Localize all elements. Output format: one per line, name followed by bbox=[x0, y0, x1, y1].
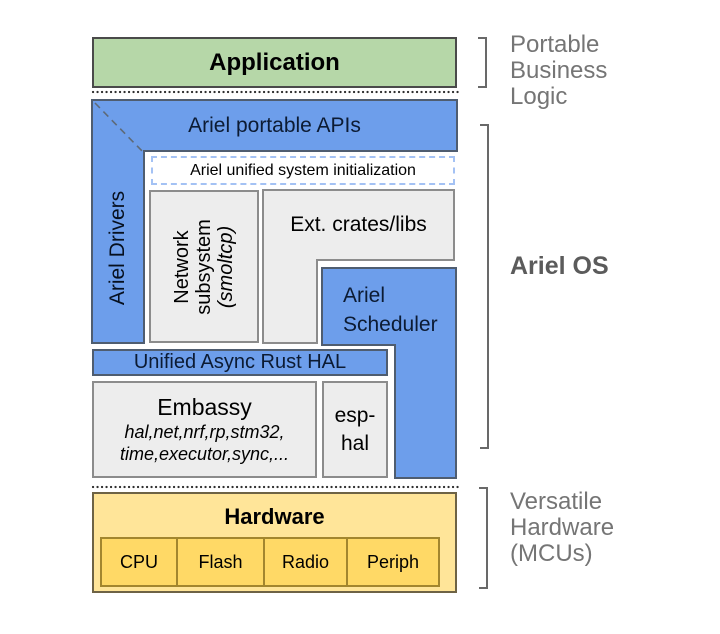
embassy-title: Embassy bbox=[157, 394, 252, 420]
ariel-apis-drivers-shape bbox=[91, 99, 458, 344]
unified-hal-bar: Unified Async Rust HAL bbox=[92, 349, 388, 376]
label-portable-business-logic: Portable Business Logic bbox=[510, 31, 608, 110]
unified-hal-label: Unified Async Rust HAL bbox=[133, 351, 347, 373]
network-subsystem-label: Network subsystem (smoltcp) bbox=[171, 218, 237, 315]
hardware-component-flash: Flash bbox=[176, 539, 263, 585]
embassy-box: Embassy hal,net,nrf,rp,stm32, time,execu… bbox=[92, 381, 317, 478]
hardware-component-radio: Radio bbox=[263, 539, 346, 585]
ariel-drivers-column: Ariel Drivers bbox=[92, 152, 144, 343]
embassy-crates-line2: time,executor,sync,... bbox=[119, 444, 290, 464]
scheduler-shape bbox=[321, 267, 457, 479]
ariel-portable-apis-bar: Ariel portable APIs bbox=[92, 100, 457, 152]
esp-hal-box: esp- hal bbox=[322, 381, 388, 478]
network-subsystem-box: Network subsystem (smoltcp) bbox=[149, 190, 259, 343]
hardware-component-cpu: CPU bbox=[119, 551, 158, 572]
bracket-ariel-os bbox=[480, 124, 489, 449]
ariel-drivers-label: Ariel Drivers bbox=[106, 190, 129, 305]
application-box: Application bbox=[92, 37, 457, 88]
hardware-component-periph: Periph bbox=[346, 539, 438, 585]
label-ariel-os: Ariel OS bbox=[510, 252, 609, 280]
ariel-portable-apis-label: Ariel portable APIs bbox=[188, 114, 361, 137]
unified-init-box: Ariel unified system initialization bbox=[151, 156, 455, 185]
ext-crates-label: Ext. crates/libs bbox=[290, 213, 427, 236]
embassy-crates-line1: hal,net,nrf,rp,stm32, bbox=[124, 422, 285, 442]
hardware-components-row: CPU Flash Radio Periph bbox=[100, 537, 440, 587]
unified-init-label: Ariel unified system initialization bbox=[190, 161, 416, 179]
application-label: Application bbox=[209, 48, 340, 76]
hardware-title: Hardware bbox=[224, 504, 325, 529]
ext-crates-label-zone: Ext. crates/libs bbox=[263, 190, 454, 260]
ext-crates-shape bbox=[262, 189, 455, 344]
scheduler-label: Ariel Scheduler bbox=[343, 284, 438, 336]
bracket-versatile-hardware bbox=[479, 487, 488, 589]
bracket-portable-business-logic bbox=[478, 37, 487, 88]
label-versatile-hardware: Versatile Hardware (MCUs) bbox=[510, 488, 615, 567]
